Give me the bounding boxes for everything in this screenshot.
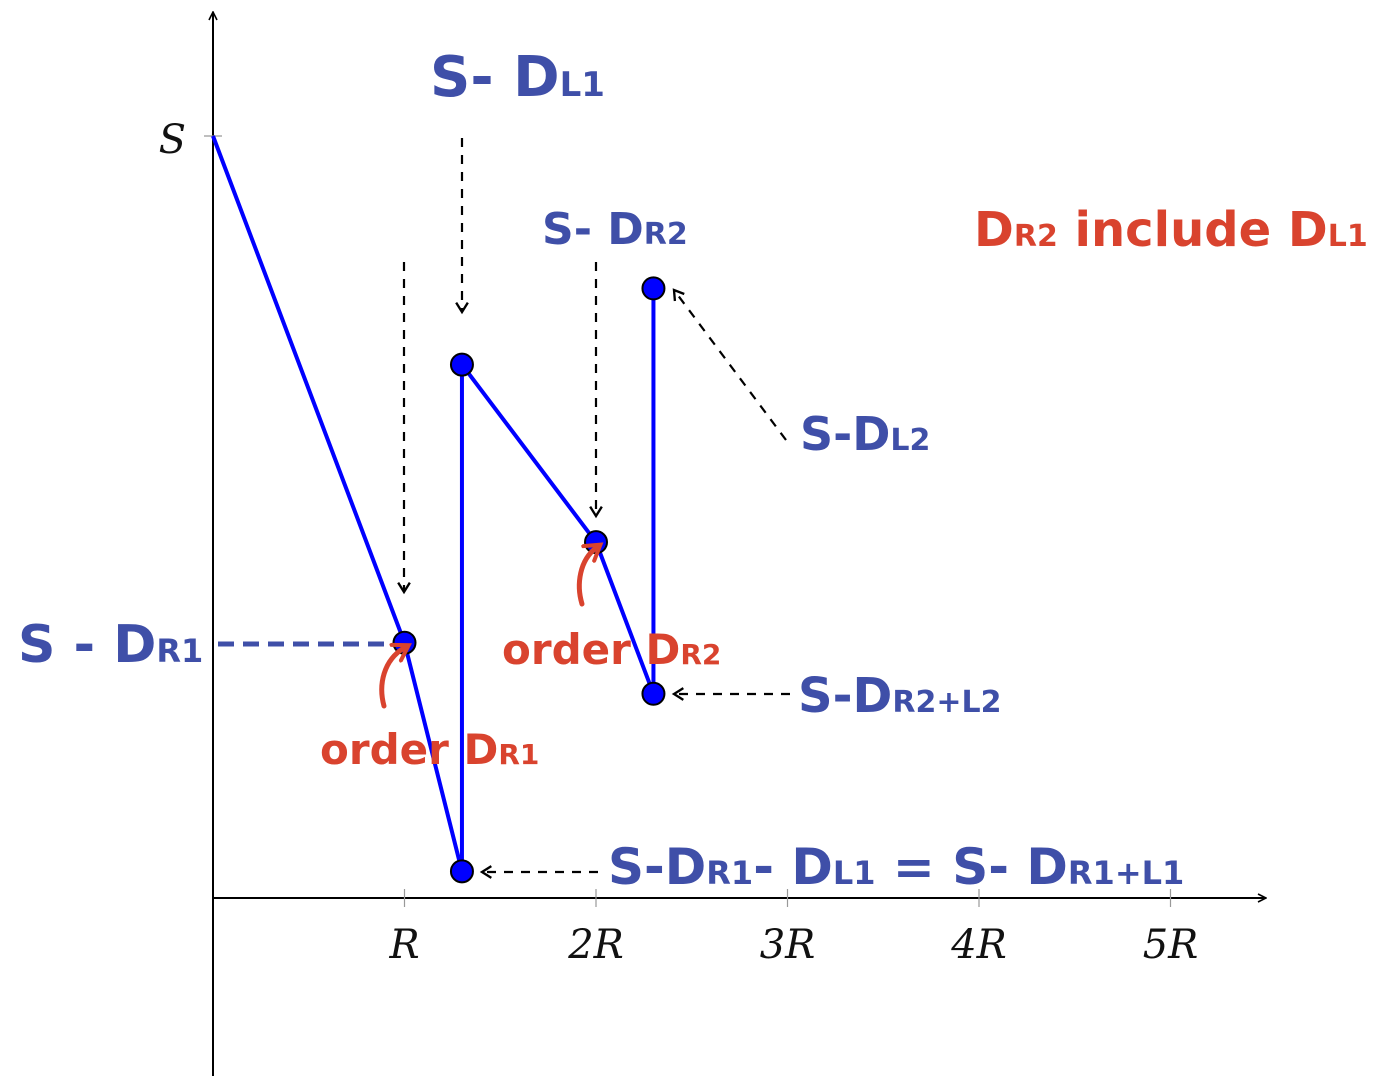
- red-arrow-order-dr1: [379, 648, 404, 709]
- label-s-dr2l2: S-DR2+L2: [798, 668, 1001, 724]
- label-bottom-equation: S-DR1- DL1 = S- DR1+L1: [608, 838, 1184, 896]
- y-tick-label-s: S: [159, 117, 186, 163]
- guide-arrow-dl2: [672, 288, 787, 441]
- label-order-dr1: order DR1: [320, 725, 539, 774]
- label-s-dl2: S-DL2: [800, 407, 930, 461]
- x-tick-label-2: 2R: [567, 922, 624, 968]
- label-s-dr1: S - DR1: [18, 615, 203, 675]
- data-point-2: [449, 859, 474, 884]
- x-tick-label-4: 4R: [950, 922, 1007, 968]
- data-point-3: [449, 352, 474, 377]
- guide-arrows: [397, 138, 790, 879]
- data-point-6: [641, 276, 666, 301]
- data-point-5: [641, 681, 666, 706]
- x-tick-label-1: R: [388, 922, 419, 968]
- x-tick-label-3: 3R: [760, 922, 816, 968]
- label-s-dl1: S- DL1: [430, 45, 605, 110]
- label-note-include: DR2 include DL1: [974, 202, 1368, 258]
- label-order-dr2: order DR2: [502, 625, 721, 674]
- x-ticks: R 2R 3R 4R 5R: [388, 889, 1198, 968]
- red-arrow-order-dr2: [576, 548, 596, 607]
- label-s-dr2: S- DR2: [542, 204, 688, 255]
- x-tick-label-5: 5R: [1143, 922, 1199, 968]
